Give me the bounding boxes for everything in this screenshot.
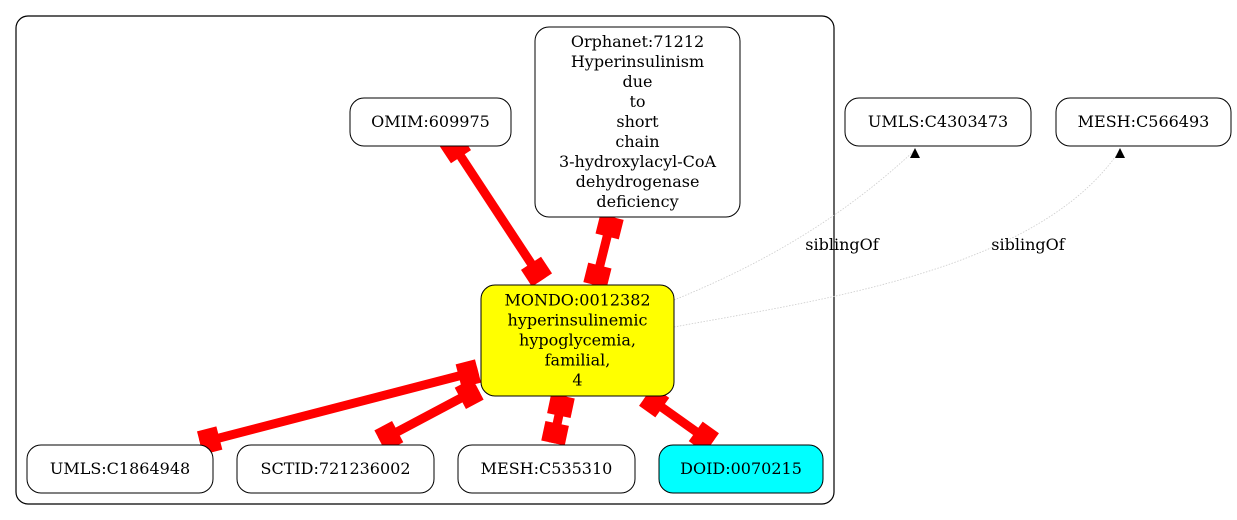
edge-end-marker (547, 393, 575, 419)
node-label-line: Hyperinsulinism (571, 52, 704, 71)
node-label-line: MESH:C535310 (481, 459, 613, 478)
node-label-line: SCTID:721236002 (260, 459, 410, 478)
edge-line (673, 149, 916, 301)
node-sctid: SCTID:721236002 (236, 444, 435, 494)
edge-end-marker (374, 421, 404, 452)
node-box (534, 26, 741, 218)
node-orphanet: Orphanet:71212Hyperinsulinismduetoshortc… (534, 26, 741, 218)
arrowhead (1115, 148, 1125, 158)
edge-end-marker (455, 359, 482, 388)
node-box (844, 97, 1032, 147)
node-mesh1: MESH:C535310 (457, 444, 636, 494)
edge-orphanet-mondo (583, 214, 624, 288)
edge-mondo-mesh1 (541, 393, 575, 446)
cluster-boundary (15, 15, 835, 505)
edge-mondo-sctid (374, 378, 484, 452)
node-doid: DOID:0070215 (658, 444, 824, 494)
edge-line (198, 366, 480, 448)
node-label-line: dehydrogenase (576, 172, 700, 191)
edge-end-marker (595, 214, 624, 240)
edge-end-marker (520, 256, 553, 287)
node-label-line: Orphanet:71212 (571, 32, 704, 51)
node-label-line: hypoglycemia, (519, 331, 636, 350)
node-mesh2: MESH:C566493 (1055, 97, 1232, 147)
edge-end-marker (454, 378, 484, 409)
node-label-line: DOID:0070215 (680, 459, 802, 478)
node-umls1: UMLS:C1864948 (26, 444, 214, 494)
node-label-line: MONDO:0012382 (504, 291, 650, 310)
arrowhead (910, 148, 920, 158)
node-label-line: to (629, 92, 645, 111)
node-box (457, 444, 636, 494)
node-box (236, 444, 435, 494)
edge-label: siblingOf (991, 235, 1065, 254)
node-label-line: 3-hydroxylacyl-CoA (559, 152, 717, 171)
node-box (349, 97, 512, 147)
node-label-line: UMLS:C4303473 (868, 112, 1008, 131)
node-box (1055, 97, 1232, 147)
node-label-line: UMLS:C1864948 (50, 459, 190, 478)
node-label-line: 4 (572, 371, 582, 390)
node-umls2: UMLS:C4303473 (844, 97, 1032, 147)
node-box (480, 284, 675, 397)
node-label-line: short (616, 112, 659, 131)
edge-end-marker (583, 262, 612, 288)
node-label-line: OMIM:609975 (371, 112, 490, 131)
edge-end-marker (541, 420, 569, 446)
node-layer: OMIM:609975 Orphanet:71212Hyperinsulinism… (26, 26, 1232, 494)
node-box (26, 444, 214, 494)
node-label-line: deficiency (596, 192, 678, 211)
node-omim: OMIM:609975 (349, 97, 512, 147)
node-label-line: chain (615, 132, 659, 151)
edge-line (446, 137, 546, 283)
edge-mondo-umls2: siblingOf (673, 148, 920, 301)
edge-mondo-mesh2: siblingOf (673, 148, 1125, 328)
node-label-line: familial, (545, 351, 611, 370)
node-label-line: MESH:C566493 (1078, 112, 1210, 131)
node-mondo: MONDO:0012382hyperinsulinemichypoglycemi… (480, 284, 675, 397)
node-label-line: due (622, 72, 652, 91)
node-box (658, 444, 824, 494)
node-label-line: hyperinsulinemic (508, 311, 648, 330)
edge-label: siblingOf (805, 235, 879, 254)
